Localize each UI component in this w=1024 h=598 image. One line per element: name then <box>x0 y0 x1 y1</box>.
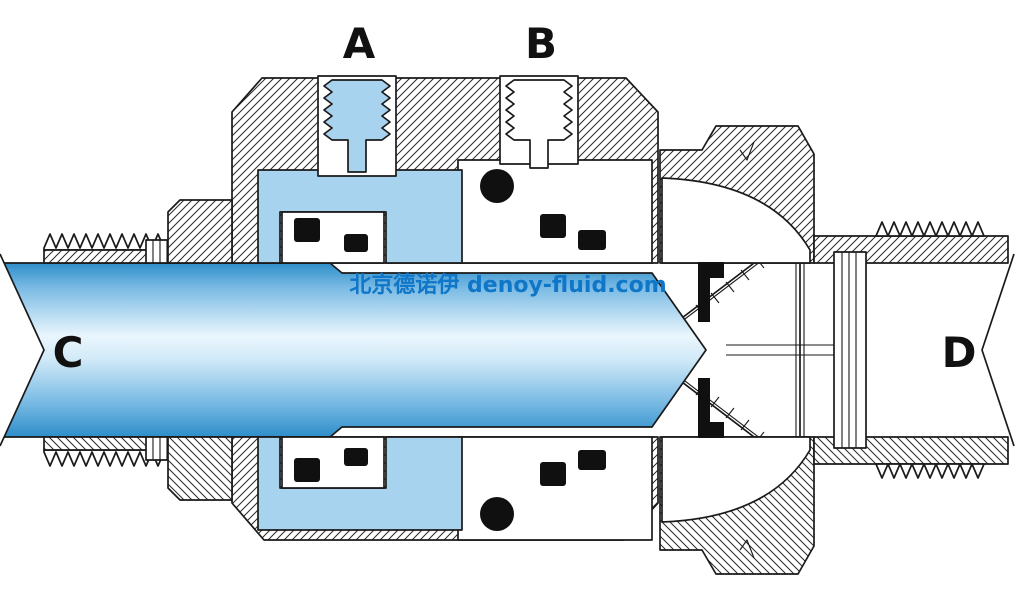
left-nut <box>167 199 233 264</box>
pipe-break-symbol-left <box>0 254 44 446</box>
assembly-notch-mark <box>739 141 755 161</box>
seal-element <box>540 214 566 238</box>
port-group <box>317 75 579 177</box>
seal-pack-outer <box>540 214 606 250</box>
right-nut-chamber <box>661 177 811 264</box>
right-collar-washer <box>833 251 867 449</box>
label-port-b: B <box>525 19 557 68</box>
seal-element <box>578 230 606 250</box>
label-pipe-c: C <box>53 328 84 377</box>
pipe-d-thread-crests <box>875 221 985 237</box>
label-pipe-d: D <box>942 328 977 377</box>
port-b-plug <box>505 79 573 169</box>
port-a-plug <box>323 79 391 173</box>
seal-element <box>344 234 368 252</box>
watermark-text: 北京德诺伊 denoy-fluid.com <box>349 272 666 298</box>
seal-pack-inner <box>281 211 385 264</box>
pipe-break-symbol-left-edge <box>0 253 45 447</box>
label-port-a: A <box>343 19 376 68</box>
o-ring-seal <box>480 169 514 203</box>
seal-element <box>294 218 320 242</box>
poppet-seal <box>698 262 724 322</box>
pipe-break-symbol-right <box>981 253 1015 447</box>
poppet-stem-lines <box>726 344 834 356</box>
